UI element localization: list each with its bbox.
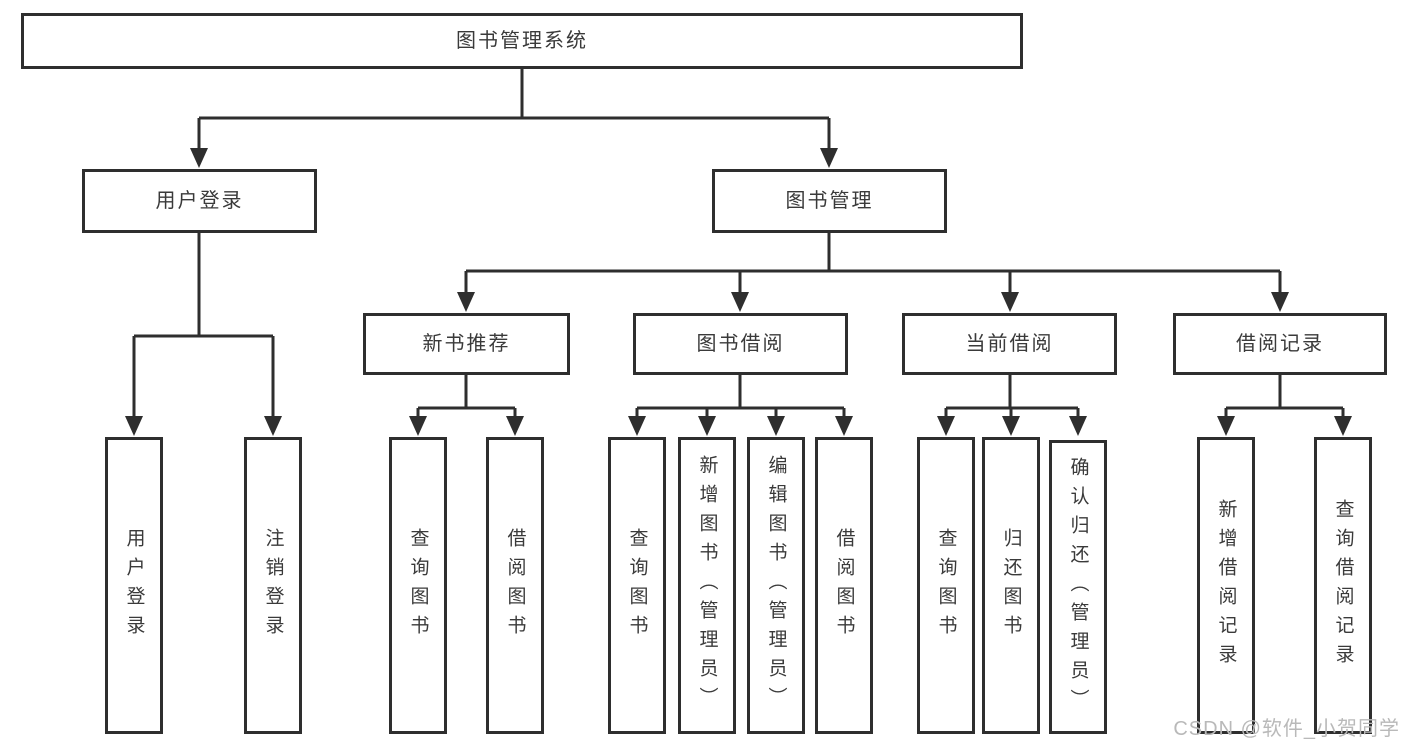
leaf-query-borrow-record: 查询借阅记录: [1314, 437, 1372, 734]
leaf-return-books: 归还图书: [982, 437, 1040, 734]
leaf-query-books-2: 查询图书: [608, 437, 666, 734]
leaf-confirm-return-admin: 确认归还（管理员）: [1049, 440, 1107, 734]
node-current-borrowing: 当前借阅: [902, 313, 1117, 375]
leaf-add-books-admin: 新增图书（管理员）: [678, 437, 736, 734]
tree-edges: [132, 69, 1345, 418]
leaf-edit-books-admin: 编辑图书（管理员）: [747, 437, 805, 734]
leaf-logout: 注销登录: [244, 437, 302, 734]
leaf-query-books-3: 查询图书: [917, 437, 975, 734]
leaf-user-login: 用户登录: [105, 437, 163, 734]
node-book-management: 图书管理: [712, 169, 947, 233]
leaf-query-books-1: 查询图书: [389, 437, 447, 734]
node-user-login-group: 用户登录: [82, 169, 317, 233]
node-borrowing-records: 借阅记录: [1173, 313, 1387, 375]
leaf-borrow-books-2: 借阅图书: [815, 437, 873, 734]
leaf-borrow-books-1: 借阅图书: [486, 437, 544, 734]
arrowheads: [125, 148, 1352, 436]
node-new-book-recommend: 新书推荐: [363, 313, 570, 375]
node-book-borrowing: 图书借阅: [633, 313, 848, 375]
node-library-management-system: 图书管理系统: [21, 13, 1023, 69]
csdn-watermark: CSDN @软件_小贺同学: [1173, 718, 1400, 740]
leaf-add-borrow-record: 新增借阅记录: [1197, 437, 1255, 734]
